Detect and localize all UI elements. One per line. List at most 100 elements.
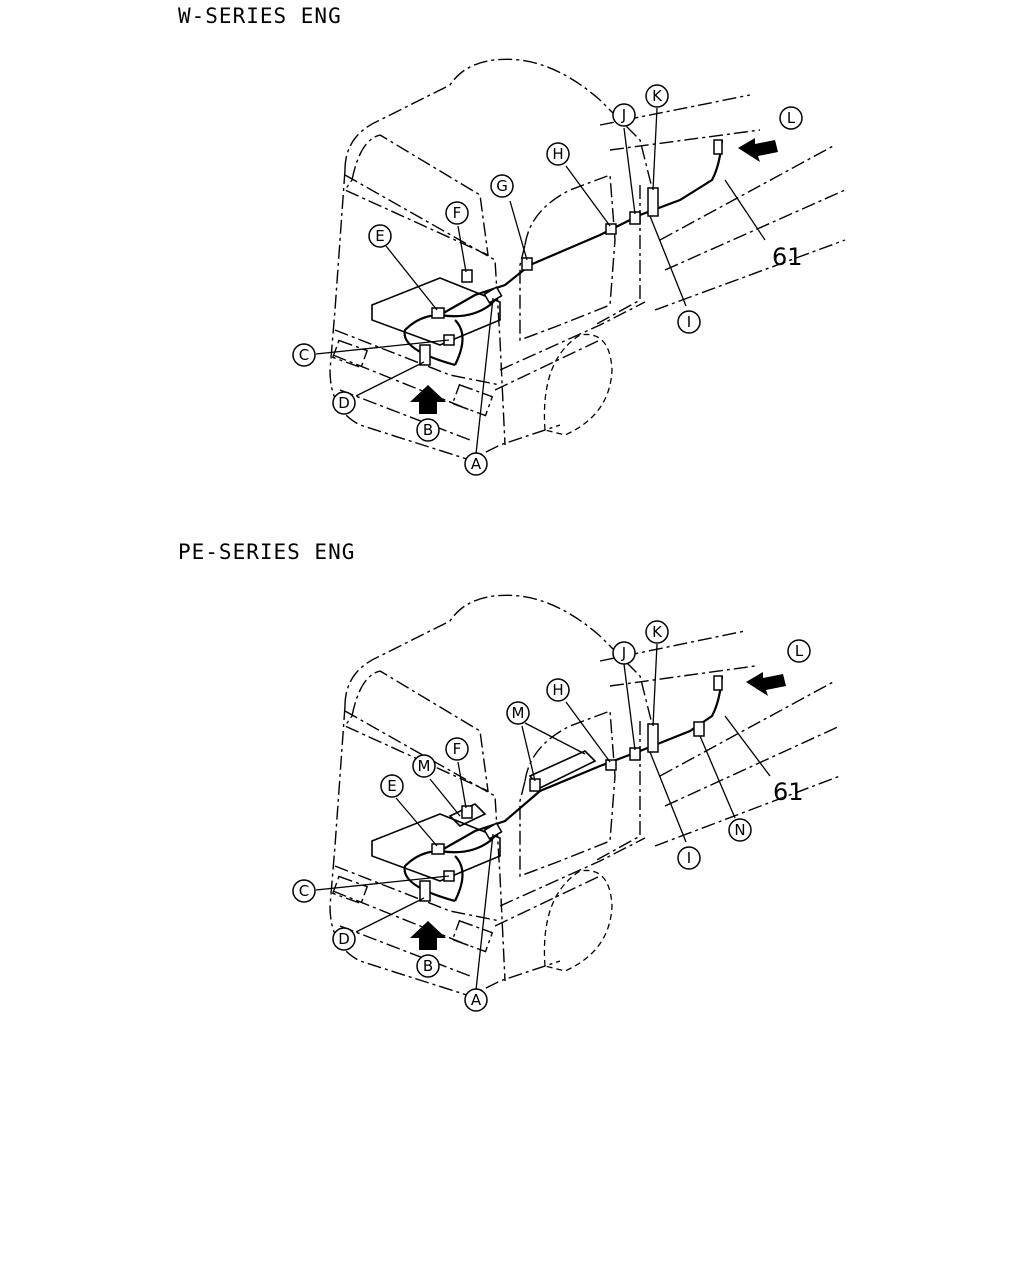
callout-f: F bbox=[445, 737, 469, 761]
svg-text:L: L bbox=[795, 642, 804, 660]
truck-harness-diagram-w-series: A B C D E F G H I J K L 61 bbox=[292, 58, 846, 476]
leader-d bbox=[355, 361, 425, 397]
callout-j: J bbox=[612, 103, 636, 127]
svg-text:J: J bbox=[621, 106, 626, 124]
leader-c bbox=[315, 875, 450, 891]
frame-rail-lower bbox=[654, 144, 846, 311]
svg-text:L: L bbox=[787, 109, 796, 127]
callout-f: F bbox=[445, 201, 469, 225]
cab-side-panel bbox=[344, 710, 506, 982]
front-wheel bbox=[543, 333, 613, 436]
leader-i bbox=[649, 215, 687, 307]
leader-k bbox=[652, 643, 658, 727]
leader-m-rear bbox=[521, 722, 586, 782]
leader-c bbox=[315, 339, 450, 355]
leader-f bbox=[457, 761, 467, 809]
diagram-title-pe-series: PE-SERIES ENG bbox=[178, 540, 356, 564]
part-d bbox=[419, 880, 431, 902]
front-bumper bbox=[332, 865, 501, 977]
callout-k: K bbox=[645, 84, 669, 108]
front-wheel bbox=[543, 869, 613, 972]
leader-f bbox=[457, 225, 467, 273]
diagram-title-w-series: W-SERIES ENG bbox=[178, 4, 342, 28]
callout-a: A bbox=[464, 452, 488, 476]
headlight-left bbox=[331, 875, 369, 905]
svg-text:K: K bbox=[652, 623, 663, 641]
harness-branch bbox=[439, 294, 501, 366]
leader-j bbox=[623, 663, 636, 751]
part-d bbox=[419, 344, 431, 366]
view-arrow-l bbox=[738, 138, 778, 162]
headlight-right bbox=[451, 919, 494, 953]
svg-text:B: B bbox=[423, 421, 433, 439]
svg-text:F: F bbox=[453, 740, 462, 758]
connector-a bbox=[483, 286, 503, 304]
part-number-61: 61 bbox=[773, 778, 804, 806]
cab-lower-line bbox=[494, 837, 646, 927]
svg-text:I: I bbox=[687, 849, 691, 867]
part-number-61: 61 bbox=[772, 243, 803, 271]
callout-e: E bbox=[380, 774, 404, 798]
leader-h bbox=[565, 701, 611, 763]
callout-d: D bbox=[332, 391, 356, 415]
svg-text:M: M bbox=[512, 704, 525, 722]
callout-b: B bbox=[416, 418, 440, 442]
leader-a bbox=[475, 833, 494, 991]
wiring-harness bbox=[403, 139, 724, 367]
headlight-left bbox=[331, 339, 369, 369]
leader-61 bbox=[724, 715, 771, 777]
door-rear-edge bbox=[594, 721, 641, 862]
leader-h bbox=[565, 165, 611, 227]
leader-a bbox=[475, 297, 494, 455]
windshield bbox=[343, 134, 489, 257]
connector-l bbox=[713, 675, 723, 691]
connector-n bbox=[693, 721, 705, 737]
front-bumper bbox=[332, 329, 501, 441]
svg-text:H: H bbox=[552, 681, 563, 699]
leader-m-front bbox=[429, 778, 461, 817]
leader-j bbox=[623, 127, 636, 215]
view-arrow-b bbox=[410, 921, 446, 950]
callout-d: D bbox=[332, 927, 356, 951]
cab-outline bbox=[344, 58, 656, 201]
clip-h bbox=[605, 223, 617, 235]
svg-text:A: A bbox=[471, 455, 482, 473]
callout-k: K bbox=[645, 620, 669, 644]
callout-l: L bbox=[787, 639, 811, 663]
callout-b: B bbox=[416, 954, 440, 978]
harness-branch bbox=[439, 830, 501, 902]
door-rear-edge bbox=[594, 185, 641, 326]
connector-l bbox=[713, 139, 723, 155]
callout-n: N bbox=[728, 818, 752, 842]
callout-e: E bbox=[368, 224, 392, 248]
engine-block bbox=[371, 813, 501, 882]
svg-text:J: J bbox=[621, 644, 626, 662]
clip-h bbox=[605, 759, 617, 771]
leader-e bbox=[395, 797, 438, 847]
svg-text:C: C bbox=[299, 882, 309, 900]
callout-i: I bbox=[677, 310, 701, 334]
svg-text:D: D bbox=[338, 930, 350, 948]
bracket-k bbox=[647, 187, 659, 217]
cab-lower-line bbox=[494, 301, 646, 391]
clip-f bbox=[461, 805, 473, 819]
door-frame bbox=[519, 710, 616, 878]
connector-a bbox=[483, 822, 503, 840]
svg-text:M: M bbox=[418, 757, 431, 775]
frame-rail-lower bbox=[654, 680, 841, 847]
cab-side-panel bbox=[344, 174, 506, 446]
view-arrow-l bbox=[746, 672, 786, 696]
callout-h: H bbox=[546, 678, 570, 702]
svg-text:D: D bbox=[338, 394, 350, 412]
svg-text:E: E bbox=[375, 227, 384, 245]
svg-text:I: I bbox=[687, 313, 691, 331]
callout-c: C bbox=[292, 343, 316, 367]
windshield bbox=[343, 670, 489, 793]
bracket-k bbox=[647, 723, 659, 753]
wiring-harness bbox=[403, 675, 724, 903]
callout-h: H bbox=[546, 142, 570, 166]
svg-text:K: K bbox=[652, 87, 663, 105]
callout-i: I bbox=[677, 846, 701, 870]
leader-k bbox=[652, 107, 658, 191]
svg-text:F: F bbox=[453, 204, 462, 222]
